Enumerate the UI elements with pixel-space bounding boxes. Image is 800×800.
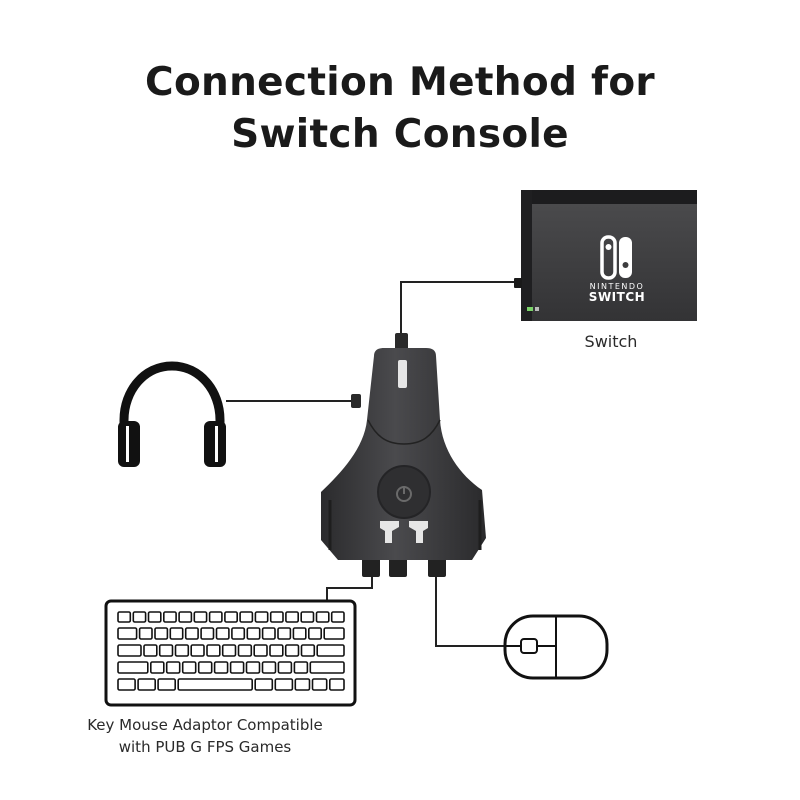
- keyboard-key: [254, 678, 274, 691]
- keyboard-key: [221, 644, 237, 657]
- keyboard-key: [215, 627, 230, 640]
- keyboard-key: [246, 627, 261, 640]
- keyboard-key: [231, 627, 246, 640]
- keyboard-key: [269, 611, 284, 623]
- adapter-device: [321, 333, 486, 577]
- keyboard-key: [157, 678, 177, 691]
- switch-logo-icon: [600, 235, 632, 280]
- switch-dock: NINTENDO SWITCH: [514, 190, 697, 321]
- keyboard-key: [181, 661, 197, 674]
- keyboard-key: [224, 611, 238, 623]
- keyboard-key: [174, 644, 190, 657]
- mouse-icon: [503, 614, 609, 680]
- page-title-line-2: Switch Console: [231, 112, 569, 157]
- keyboard-key: [253, 644, 268, 657]
- keyboard-key: [309, 661, 345, 674]
- headphones-icon: [118, 361, 226, 467]
- adapter-logo-icon: [380, 521, 428, 543]
- keyboard-key: [163, 611, 177, 623]
- keyboard-key: [323, 627, 345, 640]
- keyboard-key: [274, 678, 294, 691]
- cable-mouse: [435, 574, 505, 647]
- keyboard-key: [117, 661, 149, 674]
- keyboard-key: [165, 661, 181, 674]
- keyboard-key: [132, 611, 147, 623]
- keyboard-key: [213, 661, 229, 674]
- caption-line-2: with PUB G FPS Games: [118, 738, 292, 756]
- keyboard-key: [208, 611, 223, 623]
- keyboard-key: [184, 627, 199, 640]
- keyboard-key: [328, 678, 345, 691]
- keyboard-key: [285, 611, 299, 623]
- keyboard-key: [154, 627, 169, 640]
- keyboard-key: [261, 627, 276, 640]
- cable-keyboard: [326, 574, 373, 602]
- keyboard-key: [307, 627, 322, 640]
- keyboard-key: [117, 644, 142, 657]
- keyboard-key: [178, 611, 193, 623]
- keyboard-key: [315, 611, 330, 623]
- keyboard-key: [330, 611, 345, 623]
- page-title-line-1: Connection Method for: [145, 60, 655, 105]
- keyboard-key: [294, 678, 311, 691]
- keyboard-key: [300, 644, 316, 657]
- keyboard-key: [200, 627, 215, 640]
- caption-line-1: Key Mouse Adaptor Compatible: [87, 716, 323, 734]
- keyboard-key: [239, 611, 254, 623]
- keyboard-key: [158, 644, 174, 657]
- switch-logo-text-bottom: SWITCH: [589, 290, 645, 304]
- keyboard-key: [277, 627, 292, 640]
- keyboard-key: [190, 644, 205, 657]
- keyboard-key: [117, 627, 138, 640]
- keyboard-key: [143, 644, 158, 657]
- keyboard-key: [261, 661, 277, 674]
- cable-switch: [400, 281, 521, 333]
- keyboard-key: [117, 678, 136, 691]
- keyboard-key: [206, 644, 221, 657]
- keyboard-key: [138, 627, 153, 640]
- keyboard-key: [300, 611, 315, 623]
- keyboard-key: [316, 644, 345, 657]
- keyboard-key: [150, 661, 165, 674]
- keyboard-key: [147, 611, 162, 623]
- keyboard-key: [117, 611, 132, 623]
- keyboard-icon: [104, 599, 357, 707]
- keyboard-key: [137, 678, 157, 691]
- keyboard-key: [269, 644, 284, 657]
- switch-logo-text-top: NINTENDO: [590, 282, 645, 291]
- keyboard-key: [292, 627, 307, 640]
- keyboard-key: [169, 627, 184, 640]
- keyboard-key: [177, 678, 253, 691]
- keyboard-key: [277, 661, 293, 674]
- cables: [226, 281, 521, 647]
- keyboard-key: [229, 661, 245, 674]
- keyboard-key: [254, 611, 269, 623]
- keyboard-key: [311, 678, 328, 691]
- switch-label: Switch: [584, 332, 638, 351]
- keyboard-key: [293, 661, 309, 674]
- keyboard-key: [193, 611, 208, 623]
- keyboard-key: [197, 661, 213, 674]
- keyboard-key: [237, 644, 253, 657]
- keyboard-key: [284, 644, 300, 657]
- keyboard-key: [245, 661, 261, 674]
